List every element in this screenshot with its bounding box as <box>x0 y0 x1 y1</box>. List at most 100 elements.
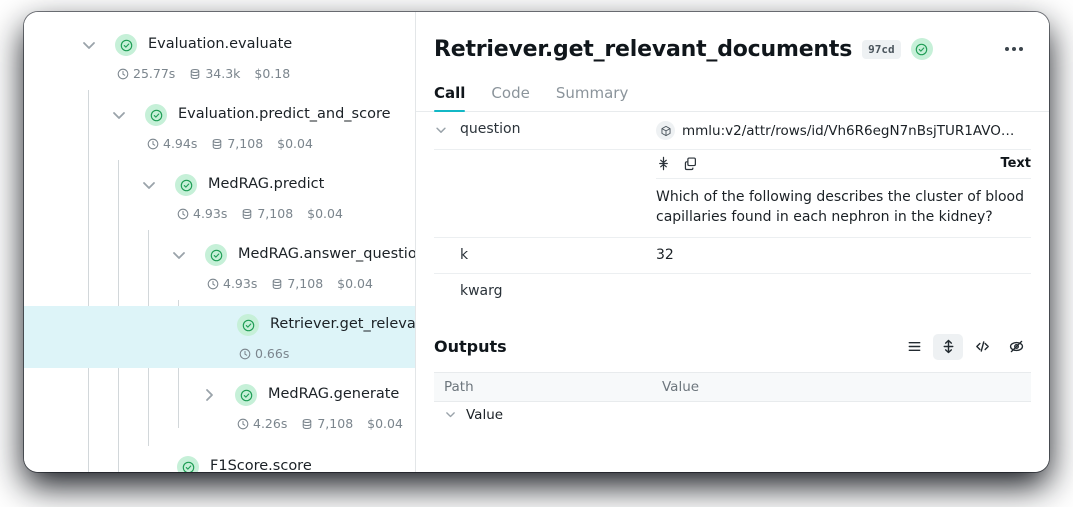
call-detail-panel: Retriever.get_relevant_documents 97cd Ca… <box>416 12 1049 472</box>
cube-icon <box>656 121 675 140</box>
tree-node-meta: 4.93s 7,108 $0.04 <box>177 206 343 221</box>
tokens-icon <box>189 68 201 80</box>
text-format-label: Text <box>1000 156 1031 171</box>
detail-tabs[interactable]: Call Code Summary <box>416 84 1049 112</box>
question-text: Which of the following describes the clu… <box>656 189 1024 226</box>
text-preview-toolbar[interactable]: Text <box>656 150 1031 179</box>
more-options-icon[interactable] <box>1001 43 1027 55</box>
tree-node-meta: 4.93s 7,108 $0.04 <box>207 276 373 291</box>
status-success-icon <box>237 314 259 336</box>
tree-node-tokens: 7,108 <box>287 276 324 291</box>
status-success-icon <box>175 174 197 196</box>
list-view-icon[interactable] <box>899 334 929 360</box>
tree-row[interactable]: MedRAG.predict 4.93s 7,108 $0.04 <box>24 166 415 228</box>
tree-row-selected[interactable]: Retriever.get_relevant_d 0.66s <box>24 306 416 368</box>
status-success-icon <box>205 244 227 266</box>
hide-view-icon[interactable] <box>1001 334 1031 360</box>
chevron-right-icon[interactable] <box>200 386 218 404</box>
tree-node-cost: $0.04 <box>277 136 313 151</box>
chevron-down-icon[interactable] <box>170 246 188 264</box>
clock-icon <box>207 278 219 290</box>
call-tree-panel[interactable]: Evaluation.evaluate 25.77s 34.3k $0.18 <box>24 12 416 472</box>
chevron-down-icon[interactable] <box>80 36 98 54</box>
outputs-header: Outputs <box>416 330 1049 364</box>
input-value: mmlu:v2/attr/rows/id/Vh6R6egN7nBsjTUR1AV… <box>656 121 1031 140</box>
status-success-icon <box>145 104 167 126</box>
tree-node-tokens: 34.3k <box>205 66 241 81</box>
tree-node-label: MedRAG.generate <box>268 386 400 402</box>
trace-viewer-card: Evaluation.evaluate 25.77s 34.3k $0.18 <box>24 12 1049 472</box>
code-view-icon[interactable] <box>967 334 997 360</box>
outputs-title: Outputs <box>434 337 507 357</box>
page-title: Retriever.get_relevant_documents <box>434 36 853 62</box>
tab-code[interactable]: Code <box>491 84 530 102</box>
copy-icon[interactable] <box>683 156 698 171</box>
input-text-expanded: Text Which of the following describes th… <box>434 150 1031 238</box>
output-path: Value <box>466 406 504 423</box>
outputs-toolbar[interactable] <box>899 333 1031 360</box>
tree-node-cost: $0.04 <box>307 206 343 221</box>
tokens-icon <box>211 138 223 150</box>
text-preview: Text Which of the following describes th… <box>656 150 1031 237</box>
tree-row[interactable]: F1Score.score <box>24 446 415 472</box>
status-success-icon <box>115 34 137 56</box>
tree-row[interactable]: Evaluation.evaluate 25.77s 34.3k $0.18 <box>24 26 415 88</box>
input-row-kwarg[interactable]: kwarg <box>434 274 1031 310</box>
tree-node-duration: 4.94s <box>163 136 198 151</box>
table-header: Path Value <box>434 371 1031 402</box>
tree-node-tokens: 7,108 <box>257 206 294 221</box>
status-success-icon <box>177 456 199 472</box>
tree-node-cost: $0.04 <box>367 416 403 431</box>
input-value: 32 <box>656 246 674 263</box>
tree-node-duration: 4.93s <box>223 276 258 291</box>
trace-id-badge: 97cd <box>862 39 901 59</box>
chevron-down-icon[interactable] <box>140 176 158 194</box>
tab-summary[interactable]: Summary <box>555 84 629 102</box>
spacer <box>434 247 460 249</box>
tree-node-meta: 25.77s 34.3k $0.18 <box>117 66 290 81</box>
clock-icon <box>117 68 129 80</box>
chevron-down-icon[interactable] <box>434 121 460 137</box>
spacer <box>434 283 460 285</box>
tree-node-label: Evaluation.evaluate <box>148 36 293 52</box>
tree-node-duration: 4.93s <box>193 206 228 221</box>
tree-node-label: F1Score.score <box>210 458 312 472</box>
tree-node-cost: $0.04 <box>337 276 373 291</box>
tree-node-label: Evaluation.predict_and_score <box>178 106 391 122</box>
tree-node-label: MedRAG.answer_question <box>238 246 416 262</box>
input-row-question[interactable]: question mmlu:v2/attr/rows/id/Vh6R6egN7n… <box>434 112 1031 150</box>
tree-row[interactable]: MedRAG.answer_question 4.93s 7,108 $0.04 <box>24 236 416 298</box>
clock-icon <box>147 138 159 150</box>
column-header-value: Value <box>662 378 700 395</box>
chevron-down-icon[interactable] <box>110 106 128 124</box>
inputs-table: question mmlu:v2/attr/rows/id/Vh6R6egN7n… <box>416 112 1049 310</box>
status-success-icon <box>910 38 933 60</box>
status-success-icon <box>235 384 257 406</box>
expand-rows-icon[interactable] <box>933 333 963 360</box>
input-key: k <box>460 246 469 263</box>
tree-row[interactable]: MedRAG.generate 4.26s 7,108 $0.04 <box>24 376 415 438</box>
chevron-down-icon[interactable] <box>444 408 466 421</box>
tree-node-cost: $0.18 <box>254 66 291 81</box>
clock-icon <box>177 208 189 220</box>
input-key: kwarg <box>460 282 503 299</box>
outputs-table: Path Value Value <box>434 371 1031 428</box>
tokens-icon <box>301 418 313 430</box>
tree-node-tokens: 7,108 <box>317 416 354 431</box>
table-row[interactable]: Value <box>434 402 1031 428</box>
tree-node-meta: 0.66s <box>239 346 289 361</box>
tree-node-label: Retriever.get_relevant_d <box>270 316 416 332</box>
tree-node-meta: 4.94s 7,108 $0.04 <box>147 136 313 151</box>
detail-header: Retriever.get_relevant_documents 97cd <box>416 12 1049 68</box>
tab-call[interactable]: Call <box>434 84 466 112</box>
tokens-icon <box>271 278 283 290</box>
tokens-icon <box>241 208 253 220</box>
collapse-icon[interactable] <box>656 156 671 171</box>
input-key: question <box>460 121 521 137</box>
tree-row[interactable]: Evaluation.predict_and_score 4.94s 7,108… <box>24 96 415 158</box>
spacer <box>434 150 460 152</box>
clock-icon <box>237 418 249 430</box>
input-row-k[interactable]: k 32 <box>434 238 1031 274</box>
dataset-ref[interactable]: mmlu:v2/attr/rows/id/Vh6R6egN7nBsjTUR1AV… <box>656 121 1031 140</box>
